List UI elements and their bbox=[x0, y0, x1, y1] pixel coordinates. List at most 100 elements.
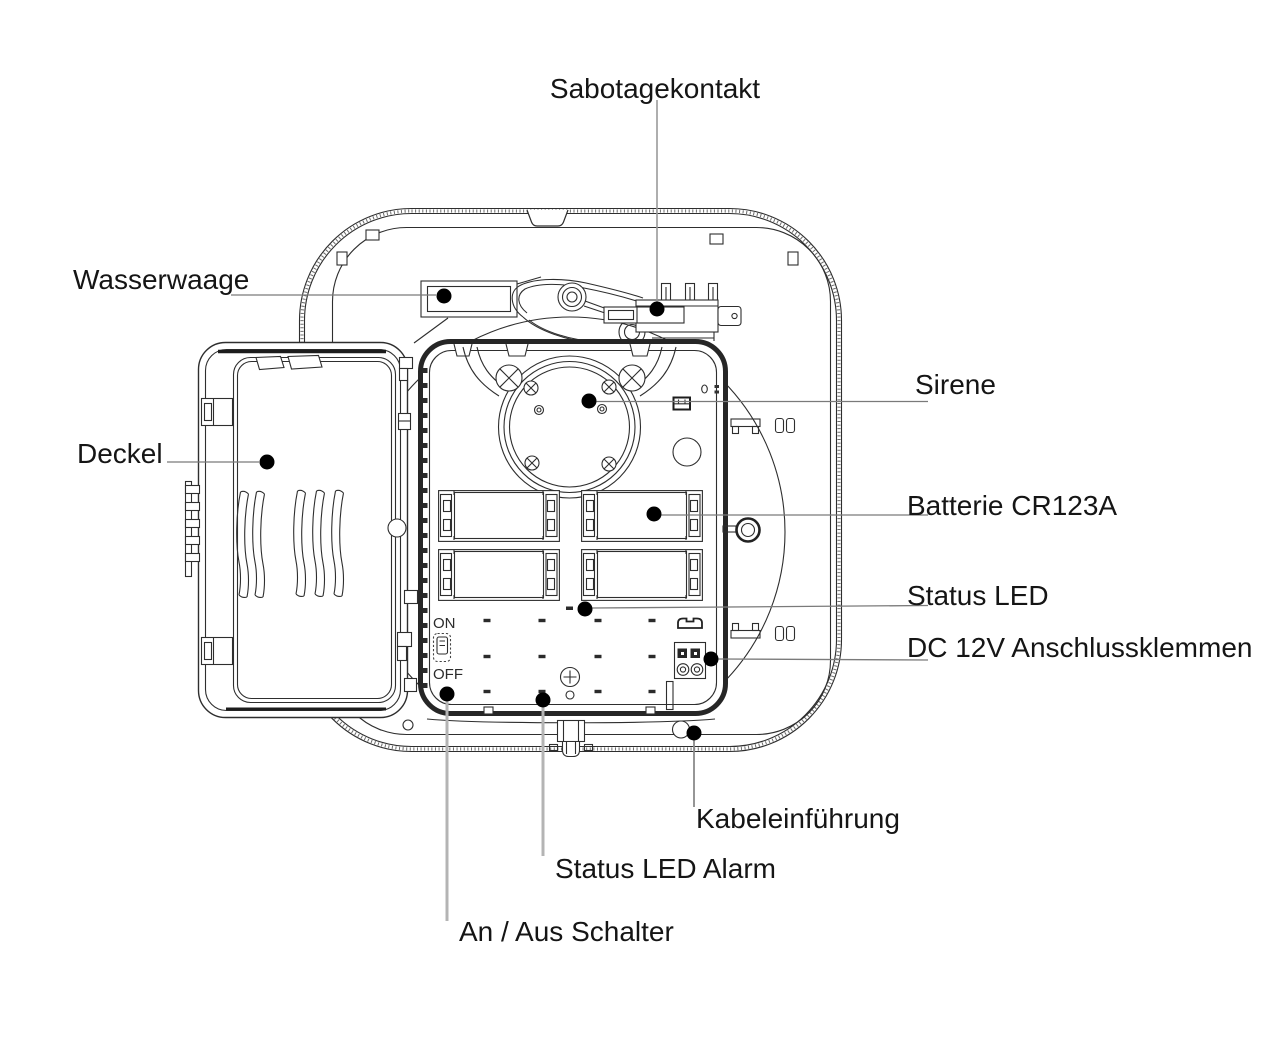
switch-off-marking: OFF bbox=[433, 666, 463, 683]
tamper-bar-inset bbox=[607, 309, 635, 321]
spirit-level bbox=[413, 276, 542, 344]
casing-screw-hole bbox=[402, 719, 414, 731]
siren-rim-outer bbox=[497, 355, 642, 499]
casing-face-jog bbox=[336, 251, 348, 266]
door-top-clip bbox=[287, 354, 323, 370]
label-batterie: Batterie CR123A bbox=[907, 490, 1117, 521]
terminal-contact-slot bbox=[694, 652, 697, 655]
board-zero-mark bbox=[701, 384, 708, 394]
casing-rim-hatch bbox=[300, 209, 841, 751]
casing-face-jog bbox=[787, 251, 799, 266]
frame-tab-cutout bbox=[453, 343, 473, 357]
casing-face-jog bbox=[709, 233, 724, 245]
clip-slot bbox=[774, 625, 785, 642]
clip-bracket bbox=[730, 418, 761, 428]
battery-slot bbox=[581, 490, 703, 542]
door-latch bbox=[398, 356, 414, 370]
screw-boss-hole bbox=[740, 522, 756, 538]
dot-batterie bbox=[646, 506, 662, 522]
board-details bbox=[483, 384, 719, 711]
spirit-level-connector-line bbox=[516, 276, 542, 285]
label-sirene: Sirene bbox=[915, 369, 996, 400]
terminal-screw bbox=[690, 663, 704, 676]
board-tick bbox=[714, 385, 719, 388]
tamper-bracket-lines bbox=[652, 332, 715, 341]
battery-slot bbox=[581, 549, 703, 601]
door-outline bbox=[197, 341, 409, 719]
label-status-led: Status LED bbox=[907, 580, 1049, 611]
switch-outline-dashed bbox=[432, 632, 452, 663]
siren-assembly bbox=[462, 346, 677, 499]
tamper-pivot-center bbox=[566, 291, 578, 303]
door-latch bbox=[403, 677, 418, 693]
battery-slot bbox=[438, 490, 560, 542]
label-status-led-alarm: Status LED Alarm bbox=[555, 853, 776, 884]
label-deckel: Deckel bbox=[77, 438, 163, 469]
on-off-switch: ON OFF bbox=[432, 615, 463, 683]
compartment-inner-line bbox=[428, 349, 718, 706]
switch-on-marking: ON bbox=[433, 615, 456, 632]
door-hinge-block bbox=[200, 636, 234, 666]
labels: Sabotagekontakt Wasserwaage Deckel Siren… bbox=[73, 73, 1252, 947]
terminal-screw bbox=[676, 663, 690, 676]
door-hinge-block bbox=[200, 397, 234, 427]
mount-tab-lines bbox=[562, 720, 580, 742]
casing-side-clips bbox=[722, 417, 796, 642]
terminal-contact-slot bbox=[681, 652, 684, 655]
frame-edge-teeth bbox=[422, 368, 428, 688]
clip-leg bbox=[751, 425, 760, 435]
tamper-connector-lug bbox=[717, 305, 742, 327]
clip-leg bbox=[731, 622, 740, 632]
siren-screw bbox=[524, 455, 540, 471]
battery-slot bbox=[438, 549, 560, 601]
siren-mount-screw bbox=[618, 364, 646, 392]
label-an-aus-schalter: An / Aus Schalter bbox=[459, 916, 674, 947]
leader-status-led bbox=[592, 604, 929, 609]
tamper-contact-mechanism bbox=[511, 278, 742, 347]
siren-rim-mid bbox=[503, 360, 636, 494]
board-screw-cross bbox=[563, 670, 577, 684]
siren-mount-screw bbox=[495, 364, 523, 392]
mount-tab-foot bbox=[583, 743, 594, 752]
casing-top-notch bbox=[526, 209, 569, 227]
door-latch bbox=[396, 631, 413, 648]
cable-clamp-icon bbox=[677, 617, 703, 629]
clip-slot bbox=[785, 625, 796, 642]
siren-rim-inner bbox=[508, 366, 631, 488]
board-post bbox=[665, 680, 674, 711]
mount-tab-lower-lines bbox=[565, 741, 577, 754]
status-led-chip bbox=[566, 606, 573, 610]
door-top-clip bbox=[255, 355, 285, 371]
leader-lines bbox=[167, 100, 929, 921]
frame-tab-cutout bbox=[505, 343, 529, 357]
tamper-spring-outer bbox=[511, 278, 644, 318]
dot-sabotagekontakt bbox=[649, 301, 665, 317]
dot-kabeleinfuehrung bbox=[686, 725, 702, 741]
door-edge-notch bbox=[387, 518, 407, 538]
dot-status-led bbox=[577, 601, 593, 617]
screw-boss bbox=[735, 517, 761, 543]
cover-door bbox=[184, 341, 419, 719]
tamper-spring-inner bbox=[518, 283, 641, 314]
door-latch bbox=[396, 645, 408, 662]
clip-bracket bbox=[730, 629, 761, 639]
dot-wasserwaage bbox=[436, 288, 452, 304]
spirit-level-window bbox=[426, 285, 512, 313]
dot-deckel bbox=[259, 454, 275, 470]
label-wasserwaage: Wasserwaage bbox=[73, 264, 249, 295]
dot-sirene bbox=[581, 393, 597, 409]
dot-an-aus-schalter bbox=[439, 686, 455, 702]
frame-bottom-tab bbox=[483, 706, 494, 715]
switch-slider-grip bbox=[439, 640, 445, 647]
board-small-hole bbox=[565, 690, 575, 700]
clip-slot bbox=[785, 417, 796, 434]
leader-dc12v bbox=[718, 658, 929, 661]
door-hinge-comb bbox=[184, 480, 201, 578]
frame-bottom-tab bbox=[645, 706, 656, 715]
label-kabeleinfuehrung: Kabeleinführung bbox=[696, 803, 900, 834]
tamper-lever-arm bbox=[583, 300, 608, 314]
dot-dc12v bbox=[703, 651, 719, 667]
board-screw bbox=[559, 666, 581, 688]
mount-tab-foot bbox=[548, 743, 559, 752]
